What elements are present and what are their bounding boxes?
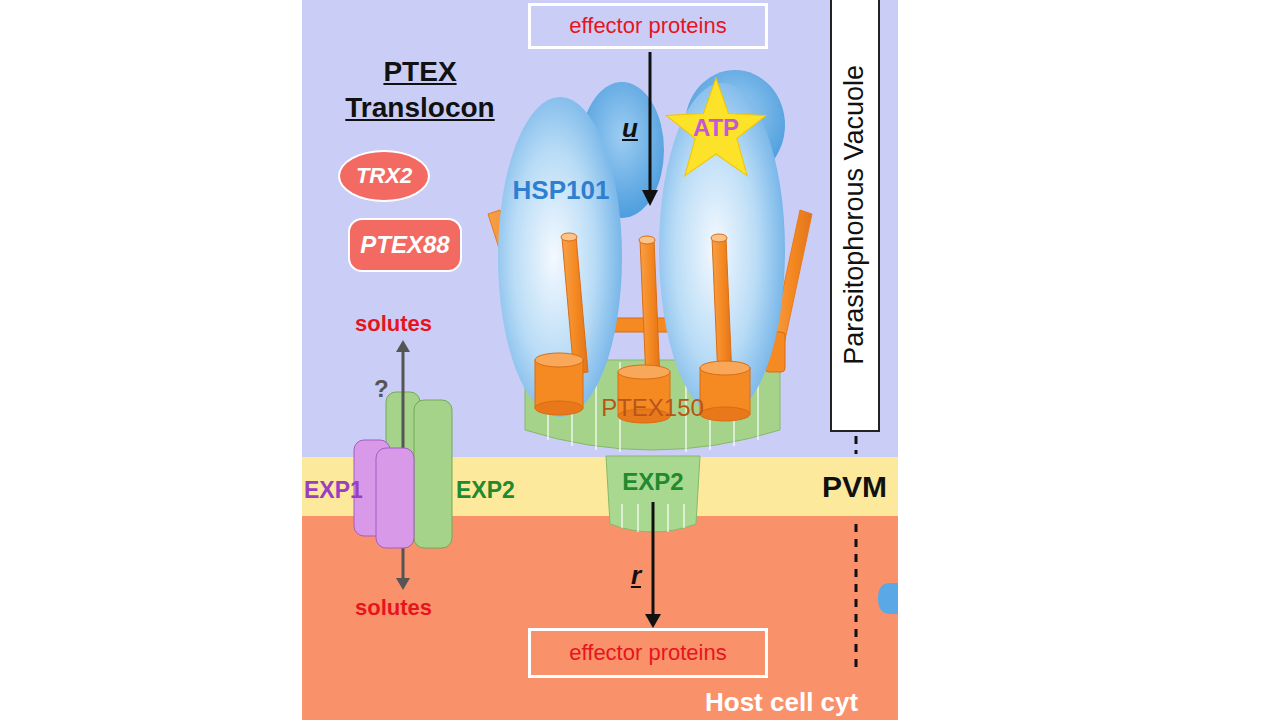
node-text: Parasitophorous Vacuole [840,65,870,365]
node-text: PTEX150 [601,395,704,421]
arrowhead [396,340,410,352]
trx2-ellipse: TRX2 [338,150,430,202]
exp1-channel [376,448,414,548]
hsp101-subunit [498,97,622,417]
arrowhead [396,578,410,590]
import-arrow [649,52,652,192]
ptex88-box: PTEX88 [348,218,462,272]
pathway-letter: u [622,114,638,143]
question-mark: ? [374,376,389,402]
atp-star: ATP [664,76,768,180]
protein-label: EXP2 [456,478,515,503]
ptex150-base [525,360,780,450]
vacuole-label-box: Parasitophorous Vacuole [830,0,880,432]
hsp101-subunit: HSP101 [500,170,622,210]
compartment-label: Host cell cyt [705,688,858,717]
partial-shape [878,583,898,614]
ptex150-rod [712,238,732,378]
node-text: effector proteins [569,641,726,665]
arrowhead [642,190,658,206]
exp2-channel [414,400,452,548]
protein-label: EXP1 [304,478,363,503]
dashed-line [855,436,858,454]
export-arrow [645,502,661,628]
ptex150-rod [640,240,660,380]
node-text: HSP101 [513,176,610,205]
node-text: effector proteins [569,14,726,38]
solutes-label: solutes [355,312,432,336]
vacuole-ground [302,0,898,457]
node-text: ATP [693,115,739,141]
hsp101-subunit [659,83,785,417]
node-text: EXP2 [622,469,683,495]
node-text: TRX2 [356,164,412,188]
solutes-label: solutes [355,596,432,620]
node-text: PTEX88 [360,232,449,258]
exp2-pore: EXP2 [606,462,700,502]
effector-box: effector proteins [528,3,768,49]
ptex150-band: PTEX150 [525,388,780,428]
pathway-letter: r [631,561,641,590]
membrane-label: PVM [822,470,887,503]
section-title: PTEX Translocon [330,54,510,127]
dashed-line [855,524,858,672]
effector-box: effector proteins [528,628,768,678]
